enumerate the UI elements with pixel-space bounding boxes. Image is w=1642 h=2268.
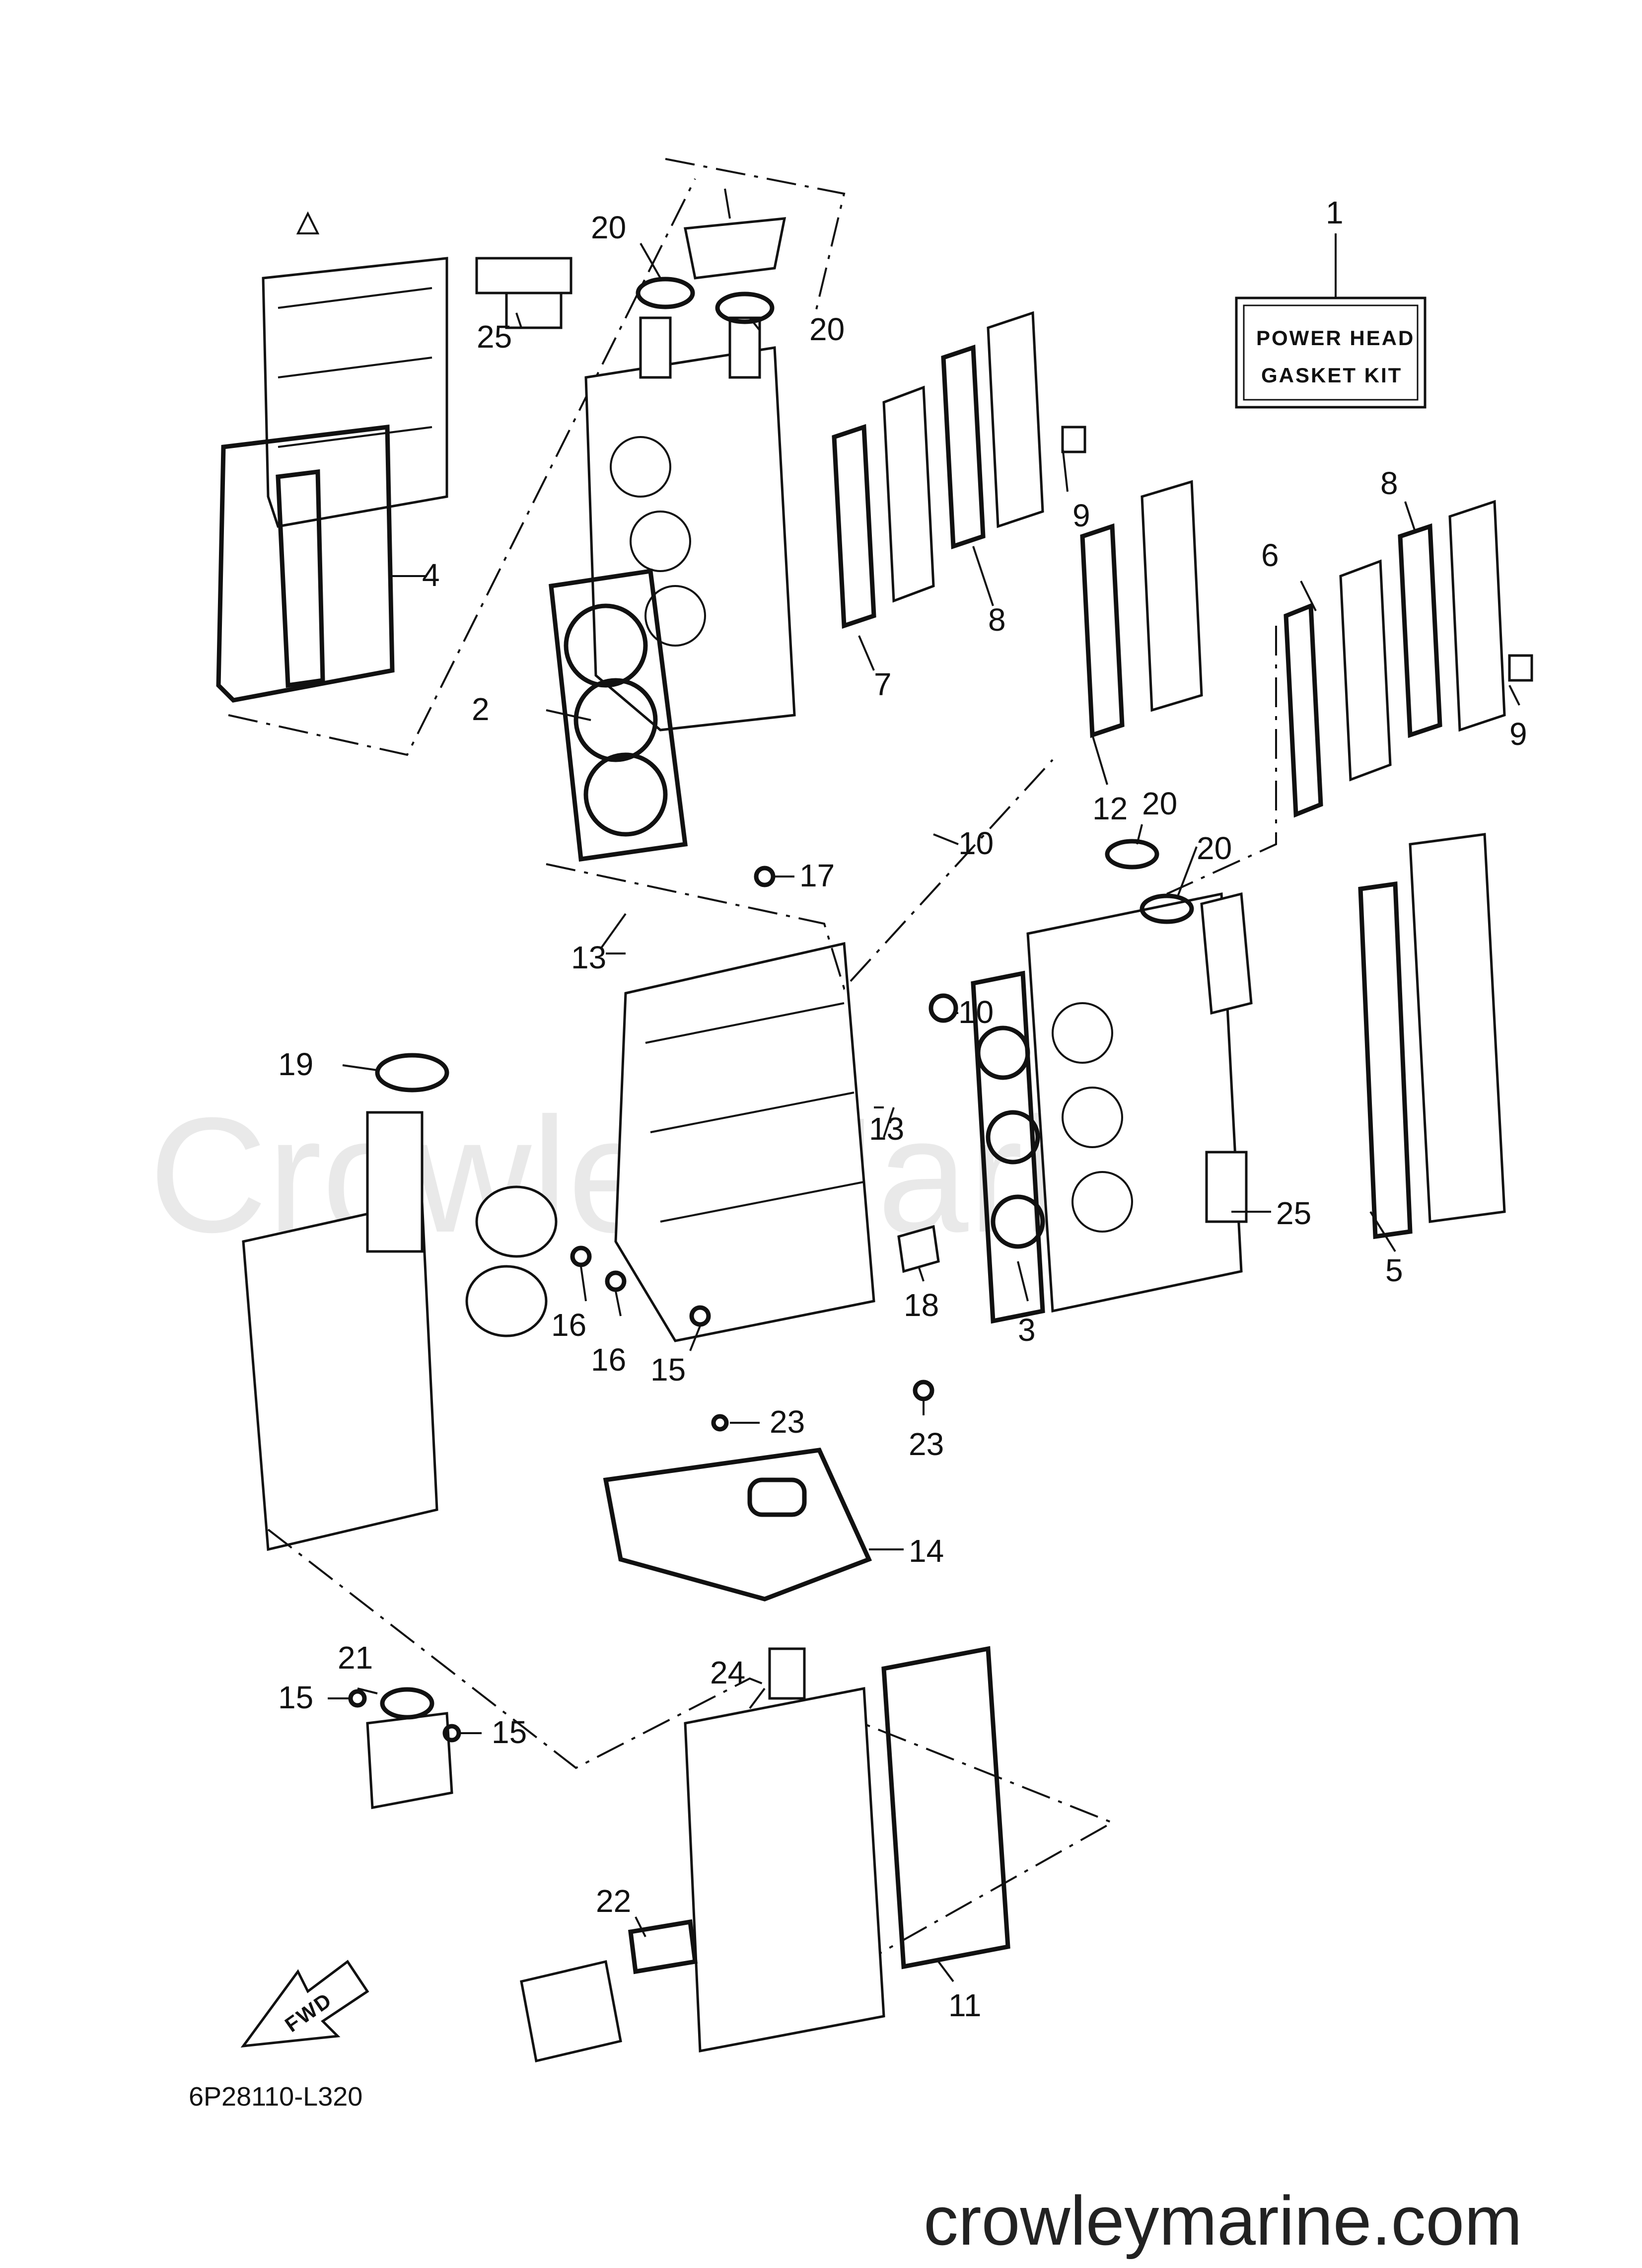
cylinder-head-lower xyxy=(1026,892,1243,1313)
oil-seal-20a xyxy=(636,277,695,309)
exhaust-gasket-12 xyxy=(1080,523,1125,738)
callout-1: 1 xyxy=(1326,195,1344,230)
exhaust-inner-cover xyxy=(882,385,935,603)
callout-15b: 15 xyxy=(278,1680,313,1715)
oil-seal-20b xyxy=(715,292,775,324)
exhaust-guide-gasket-14 xyxy=(603,1448,872,1602)
callout-23a: 23 xyxy=(770,1404,805,1440)
plug-9b xyxy=(1508,654,1533,682)
callout-4: 4 xyxy=(422,557,440,593)
crankcase-lower xyxy=(684,1687,885,2052)
fwd-arrow-icon: FWD xyxy=(240,1960,369,2048)
callout-13b: 13 xyxy=(869,1111,904,1147)
callout-21: 21 xyxy=(338,1640,373,1676)
cylinder-block xyxy=(614,942,875,1342)
guide-line-cam-cap xyxy=(665,158,846,318)
callout-12: 12 xyxy=(1092,791,1128,826)
o-rings xyxy=(570,866,958,1432)
callout-14: 14 xyxy=(909,1533,944,1569)
cylinder-head-cover xyxy=(262,211,448,528)
callout-8a: 8 xyxy=(988,602,1006,638)
callout-9a: 9 xyxy=(1072,498,1090,533)
ocv-valve-25a xyxy=(475,257,572,329)
callout-11: 11 xyxy=(948,1987,981,2023)
exhaust-outer-cover-right xyxy=(1448,500,1506,732)
exhaust-outer-cover xyxy=(987,311,1044,528)
oil-pump xyxy=(366,1712,453,1809)
callout-15a: 15 xyxy=(650,1352,686,1388)
exhaust-gasket-8a xyxy=(941,344,986,550)
callout-8b: 8 xyxy=(1380,465,1398,501)
kit-label-line2: GASKET KIT xyxy=(1261,364,1402,387)
head-cover-gasket-5 xyxy=(1358,881,1413,1240)
callout-numbers: 1 20 20 25 4 9 8 7 2 8 6 9 12 20 20 10 1… xyxy=(278,195,1527,2023)
exhaust-gasket-7 xyxy=(832,424,876,629)
head-cover-right xyxy=(1409,833,1506,1223)
exhaust-gasket-6 xyxy=(1284,602,1323,818)
guide-line-head-cover xyxy=(228,178,696,756)
exhaust-inner-cover-right xyxy=(1339,559,1392,782)
plug-9a xyxy=(1061,426,1086,453)
thermostat-22 xyxy=(520,1919,698,2063)
callout-10b: 10 xyxy=(958,994,994,1030)
head-cover-gasket-4 xyxy=(216,424,395,703)
callout-16b: 16 xyxy=(591,1342,626,1378)
ocv-valve-25b xyxy=(1205,1151,1248,1223)
guide-line-crankshaft xyxy=(267,1529,1115,2002)
callout-18: 18 xyxy=(904,1287,939,1323)
oil-seal-20c xyxy=(1105,839,1159,870)
crankcase-gasket-11 xyxy=(881,1646,1010,1970)
exhaust-cover-right xyxy=(1141,480,1203,712)
kit-label-line1: POWER HEAD xyxy=(1256,326,1415,350)
guide-line-block xyxy=(546,759,1054,990)
crankshaft-assembly xyxy=(242,1111,558,1551)
cam-cap-lower xyxy=(1200,892,1253,1015)
exhaust-gasket-8b xyxy=(1398,523,1442,738)
callout-20b: 20 xyxy=(809,311,845,347)
callout-22: 22 xyxy=(596,1883,631,1919)
callout-2: 2 xyxy=(472,691,490,727)
callout-24: 24 xyxy=(710,1655,745,1690)
callout-13a: 13 xyxy=(571,940,606,975)
leader-lines xyxy=(328,243,1520,1982)
callout-19: 19 xyxy=(278,1046,313,1082)
o-ring-21 xyxy=(380,1687,434,1720)
anode-18 xyxy=(897,1225,940,1273)
guide-line-right-exhaust xyxy=(1166,626,1277,895)
website-label: crowleymarine.com xyxy=(924,2182,1522,2260)
oil-seal-20d xyxy=(1140,893,1194,924)
cam-cap-upper xyxy=(684,188,786,280)
callout-25a: 25 xyxy=(477,319,512,355)
callout-5: 5 xyxy=(1385,1252,1403,1288)
cylinder-head-upper xyxy=(584,316,796,732)
callout-6: 6 xyxy=(1261,537,1279,573)
callout-9b: 9 xyxy=(1509,716,1527,752)
callout-20a: 20 xyxy=(591,210,626,245)
filter-24 xyxy=(768,1647,806,1700)
callout-20c: 20 xyxy=(1142,786,1177,821)
callout-16a: 16 xyxy=(551,1307,586,1343)
oil-seal-19 xyxy=(375,1053,449,1093)
callout-15c: 15 xyxy=(492,1714,527,1750)
cylinder-head-gasket-3 xyxy=(971,970,1045,1324)
callout-25b: 25 xyxy=(1276,1195,1311,1231)
callout-7: 7 xyxy=(874,666,892,702)
callout-20d: 20 xyxy=(1197,830,1232,866)
cylinder-head-gasket-2 xyxy=(549,568,688,862)
power-head-gasket-kit-box: POWER HEAD GASKET KIT xyxy=(1235,296,1427,409)
callout-17: 17 xyxy=(799,858,835,893)
diagram-code: 6P28110-L320 xyxy=(189,2082,362,2112)
callout-3: 3 xyxy=(1018,1312,1036,1348)
callout-23b: 23 xyxy=(909,1426,944,1462)
callout-10a: 10 xyxy=(958,825,994,861)
o-rings-15 xyxy=(348,1689,461,1743)
